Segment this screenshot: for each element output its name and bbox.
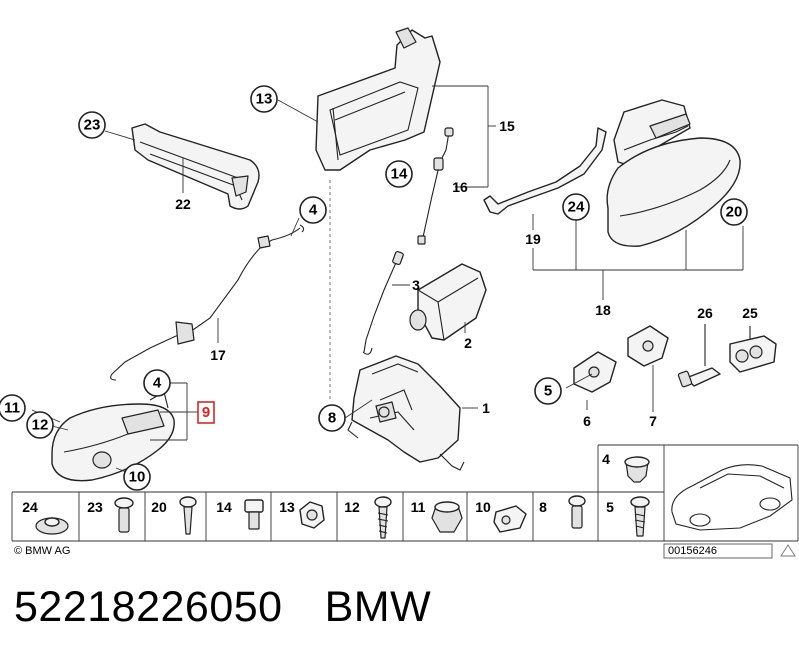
svg-text:23: 23 [87,499,103,515]
pad-part-6 [573,351,617,393]
label-16: 16 [452,179,468,195]
image-number: 00156246 [668,545,717,557]
svg-text:4: 4 [309,202,318,219]
svg-text:14: 14 [391,166,408,183]
callout-12: 12 [26,411,54,439]
svg-text:4: 4 [602,451,610,467]
label-22: 22 [175,196,191,212]
svg-text:19: 19 [525,231,541,247]
svg-text:24: 24 [22,499,38,515]
handle-part-10 [51,391,175,482]
fastener-12: 12 [344,496,392,539]
svg-text:4: 4 [153,375,162,392]
fastener-20: 20 [151,496,197,535]
label-19: 19 [525,231,541,247]
label-25: 25 [742,305,758,321]
cable-part-17 [110,224,305,381]
label-1: 1 [482,400,490,416]
callout-5: 5 [534,377,562,405]
rod-part-16 [417,127,454,245]
callout-10: 10 [123,463,151,491]
svg-text:23: 23 [84,117,101,134]
pad-part-7 [627,325,669,367]
label-2: 2 [464,335,472,351]
fastener-13: 13 [279,499,325,529]
label-15: 15 [499,118,515,134]
svg-text:2: 2 [464,335,472,351]
label-3: 3 [412,277,420,293]
fastener-14: 14 [216,499,264,530]
svg-text:20: 20 [151,499,167,515]
pin-part-3 [362,250,404,355]
warning-icon [780,544,796,557]
svg-text:13: 13 [279,499,295,515]
label-6: 6 [583,413,591,429]
brand: BMW [324,583,432,631]
callout-20: 20 [720,198,748,226]
svg-text:24: 24 [568,199,585,216]
bottom-title: 52218226050 BMW [14,583,431,632]
callout-23: 23 [78,111,106,139]
svg-text:10: 10 [475,499,491,515]
fastener-23: 23 [87,497,134,533]
door-lock-part-1 [347,355,465,471]
fastener-strip [11,444,799,542]
fastener-11: 11 [411,499,463,533]
svg-text:14: 14 [216,499,232,515]
trim-strip-part-19 [483,127,607,215]
door-handle-part-20 [606,99,741,247]
callout-8: 8 [318,404,346,432]
fastener-8: 8 [539,495,586,529]
callout-4-lower: 4 [143,369,171,397]
svg-text:15: 15 [499,118,515,134]
svg-text:18: 18 [595,302,611,318]
svg-text:1: 1 [482,400,490,416]
svg-text:25: 25 [742,305,758,321]
label-26: 26 [697,305,713,321]
callout-4-upper: 4 [299,196,327,224]
svg-text:17: 17 [210,347,226,363]
svg-text:6: 6 [583,413,591,429]
svg-text:10: 10 [129,469,146,486]
svg-text:5: 5 [544,383,552,400]
callout-13: 13 [250,85,278,113]
label-7: 7 [649,413,657,429]
part-number: 52218226050 [14,583,283,631]
svg-text:11: 11 [411,499,426,515]
svg-text:26: 26 [697,305,713,321]
svg-text:12: 12 [32,417,49,434]
svg-text:12: 12 [344,499,360,515]
screw-part-26 [677,324,721,388]
frame-part-15 [315,27,441,171]
actuator-part-2 [409,263,487,341]
callout-11: 11 [0,394,26,422]
car-thumbnail [671,464,793,531]
label-17: 17 [210,347,226,363]
fastener-side-4: 4 [602,451,650,483]
svg-text:3: 3 [412,277,420,293]
svg-text:13: 13 [256,91,273,108]
svg-text:16: 16 [452,179,468,195]
callout-24-top: 24 [562,193,590,221]
fastener-10: 10 [475,499,527,533]
svg-text:11: 11 [4,400,20,417]
svg-text:22: 22 [175,196,191,212]
copyright: © BMW AG [14,545,70,557]
callout-14: 14 [385,160,413,188]
bracket-part-22 [131,123,260,210]
highlight-9[interactable]: 9 [197,401,215,424]
svg-text:7: 7 [649,413,657,429]
svg-text:8: 8 [539,499,547,515]
svg-text:9: 9 [202,404,210,421]
fastener-24: 24 [22,499,69,535]
svg-text:20: 20 [726,204,743,221]
fastener-5: 5 [606,496,650,537]
svg-text:5: 5 [606,499,614,515]
label-18: 18 [595,302,611,318]
clip-part-25 [729,326,777,373]
svg-text:8: 8 [328,410,336,427]
